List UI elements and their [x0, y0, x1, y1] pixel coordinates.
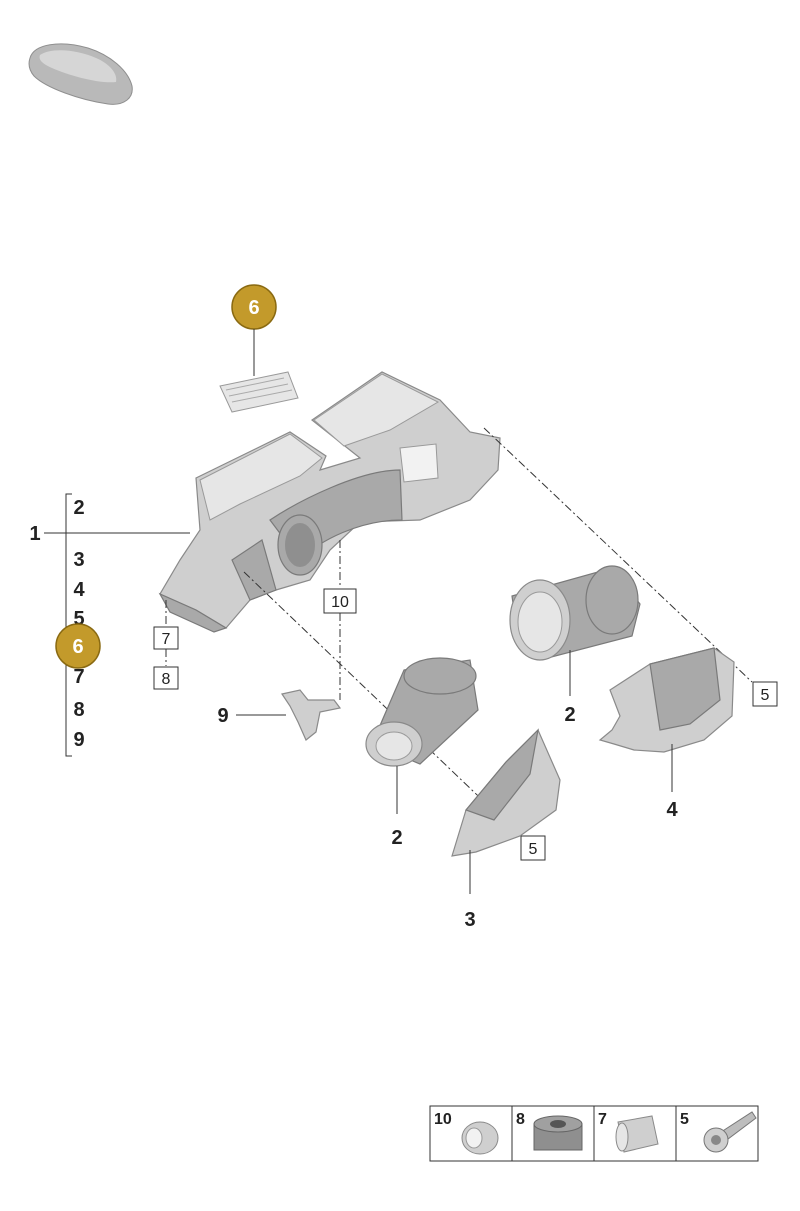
bracket-item-3: 3 — [73, 549, 84, 571]
callout-1: 1 — [29, 523, 40, 545]
bracket-item-8: 8 — [73, 699, 84, 721]
legend-cell-8: 8 — [516, 1111, 583, 1151]
svg-text:6: 6 — [248, 297, 259, 319]
grommet-icon — [461, 1121, 499, 1155]
sleeve-icon — [615, 1115, 659, 1153]
legend-cell-5: 5 — [680, 1111, 757, 1153]
badge-6-top[interactable]: 6 — [231, 284, 277, 330]
boxed-label-10: 10 — [323, 588, 357, 614]
boxed-label-5-lower: 5 — [520, 835, 546, 861]
svg-text:8: 8 — [162, 671, 171, 688]
legend-cell-10: 10 — [434, 1111, 499, 1155]
bracket-item-2: 2 — [73, 497, 84, 519]
svg-text:7: 7 — [162, 631, 171, 648]
grille-insert-part — [219, 371, 299, 413]
callout-3: 3 — [464, 909, 475, 931]
callout-2-upper: 2 — [564, 704, 575, 726]
air-filter-lower-part — [365, 657, 479, 767]
callout-2-lower: 2 — [391, 827, 402, 849]
svg-text:7: 7 — [598, 1111, 607, 1128]
boxed-label-8: 8 — [153, 666, 179, 690]
svg-text:8: 8 — [516, 1111, 525, 1128]
svg-text:10: 10 — [331, 594, 349, 611]
legend-cell-7: 7 — [598, 1111, 659, 1153]
air-filter-upper-part — [509, 565, 641, 661]
intake-shroud-part — [451, 728, 561, 857]
bracket-item-7: 7 — [73, 666, 84, 688]
parts-legend-table: 10 8 7 5 — [429, 1105, 759, 1162]
boxed-label-7: 7 — [153, 626, 179, 650]
bracket-item-5: 5 — [73, 608, 84, 630]
badge-6-list[interactable]: 6 — [55, 623, 101, 669]
svg-text:5: 5 — [761, 687, 770, 704]
intake-duct-part — [598, 647, 735, 753]
car-thumbnail-icon — [28, 43, 133, 105]
air-box-housing-part — [158, 371, 501, 633]
svg-text:5: 5 — [680, 1111, 689, 1128]
mounting-bracket-part — [281, 689, 342, 741]
bracket-item-9: 9 — [73, 729, 84, 751]
svg-text:6: 6 — [72, 636, 83, 658]
callout-9: 9 — [217, 705, 228, 727]
callout-4: 4 — [666, 799, 678, 821]
rubber-bushing-icon — [533, 1115, 583, 1151]
svg-text:10: 10 — [434, 1111, 452, 1128]
screw-icon — [703, 1111, 757, 1153]
boxed-label-5-right: 5 — [752, 681, 778, 707]
svg-text:5: 5 — [529, 841, 538, 858]
bracket-list: 2 3 4 5 7 8 9 — [65, 493, 85, 757]
bracket-item-4: 4 — [73, 579, 85, 601]
